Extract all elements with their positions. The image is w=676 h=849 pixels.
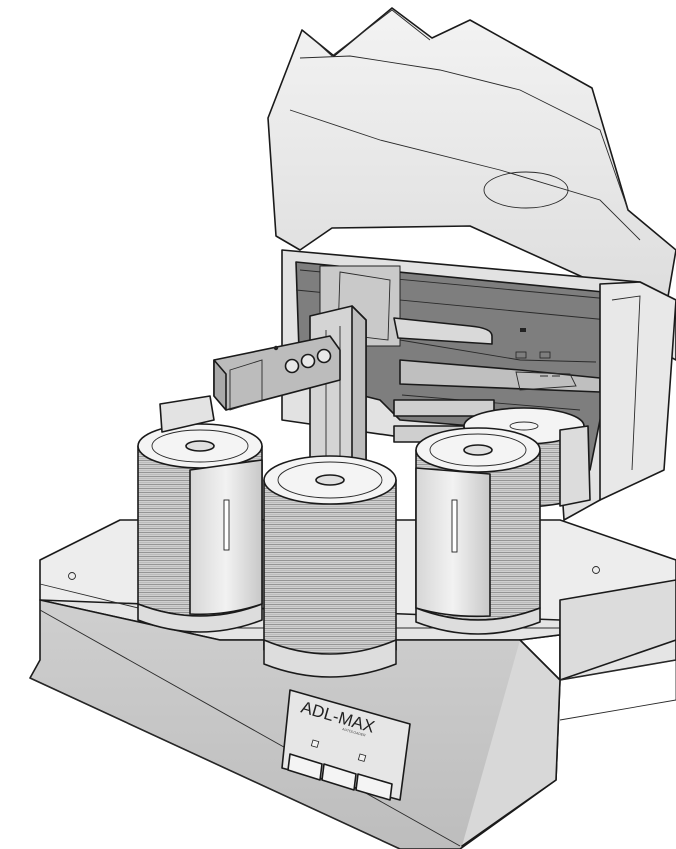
drive-bay-upper: [393, 399, 495, 417]
panel-button-3[interactable]: [355, 773, 393, 801]
spindle-hub-left: [185, 440, 215, 452]
gripper-hole-1: [284, 358, 300, 374]
panel-button-row: [287, 753, 393, 801]
status-led-2: [357, 753, 367, 762]
panel-button-1[interactable]: [287, 753, 323, 781]
lid-grip-recess: [483, 171, 569, 209]
rear-left-shelf: [159, 395, 215, 433]
bin-left: [137, 423, 263, 633]
spindle-hub-center: [315, 474, 345, 486]
control-panel: ADL-MAX AUTOLOADER: [281, 689, 411, 801]
gripper-hole-3: [316, 348, 332, 364]
spindle-hub-right: [463, 444, 493, 456]
bin-right: [415, 427, 541, 635]
status-led-1: [310, 739, 320, 748]
panel-button-2[interactable]: [321, 763, 357, 791]
bin-center: [263, 455, 397, 678]
ribbon-cable: [393, 317, 493, 345]
model-sublabel: AUTOLOADER: [342, 727, 367, 738]
gripper-hole-2: [300, 353, 316, 369]
front-panel: ADL-MAX AUTOLOADER: [29, 599, 676, 849]
